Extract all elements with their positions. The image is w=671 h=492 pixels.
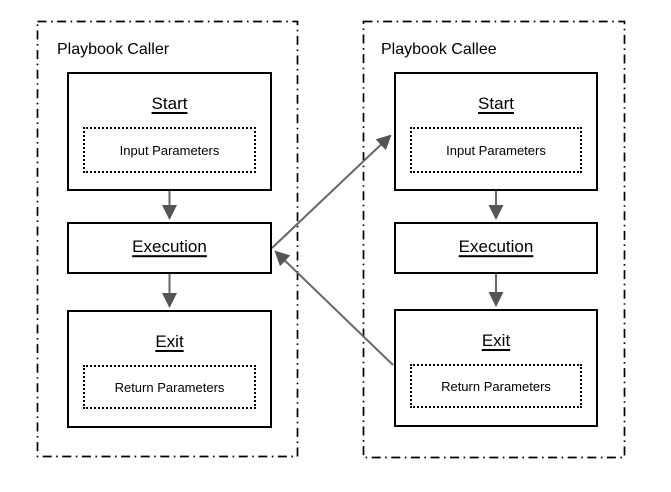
node-callee-start: Start Input Parameters [394,72,598,191]
callee-return-parameters-box: Return Parameters [410,364,582,408]
node-callee-execution: Execution [394,222,598,274]
caller-input-parameters-box: Input Parameters [83,127,256,173]
node-caller-start: Start Input Parameters [67,72,272,191]
node-title: Start [478,94,514,113]
node-caller-execution: Execution [67,222,272,274]
callee-container-border [362,20,626,459]
caller-container-border [36,20,299,458]
caller-return-parameters-box: Return Parameters [83,365,256,409]
caller-container-title: Playbook Caller [57,41,170,58]
arrow-caller-execution-to-callee-start [271,134,392,249]
node-title: Exit [155,332,184,351]
callee-container-title: Playbook Callee [381,41,497,58]
node-caller-exit: Exit Return Parameters [67,310,272,428]
node-title: Execution [132,237,207,257]
node-title: Exit [481,331,511,350]
node-title: Execution [458,237,534,257]
node-title: Start [151,94,188,113]
arrow-callee-exit-to-caller-execution [274,250,394,366]
callee-input-parameters-box: Input Parameters [410,127,582,173]
node-callee-exit: Exit Return Parameters [394,309,598,427]
